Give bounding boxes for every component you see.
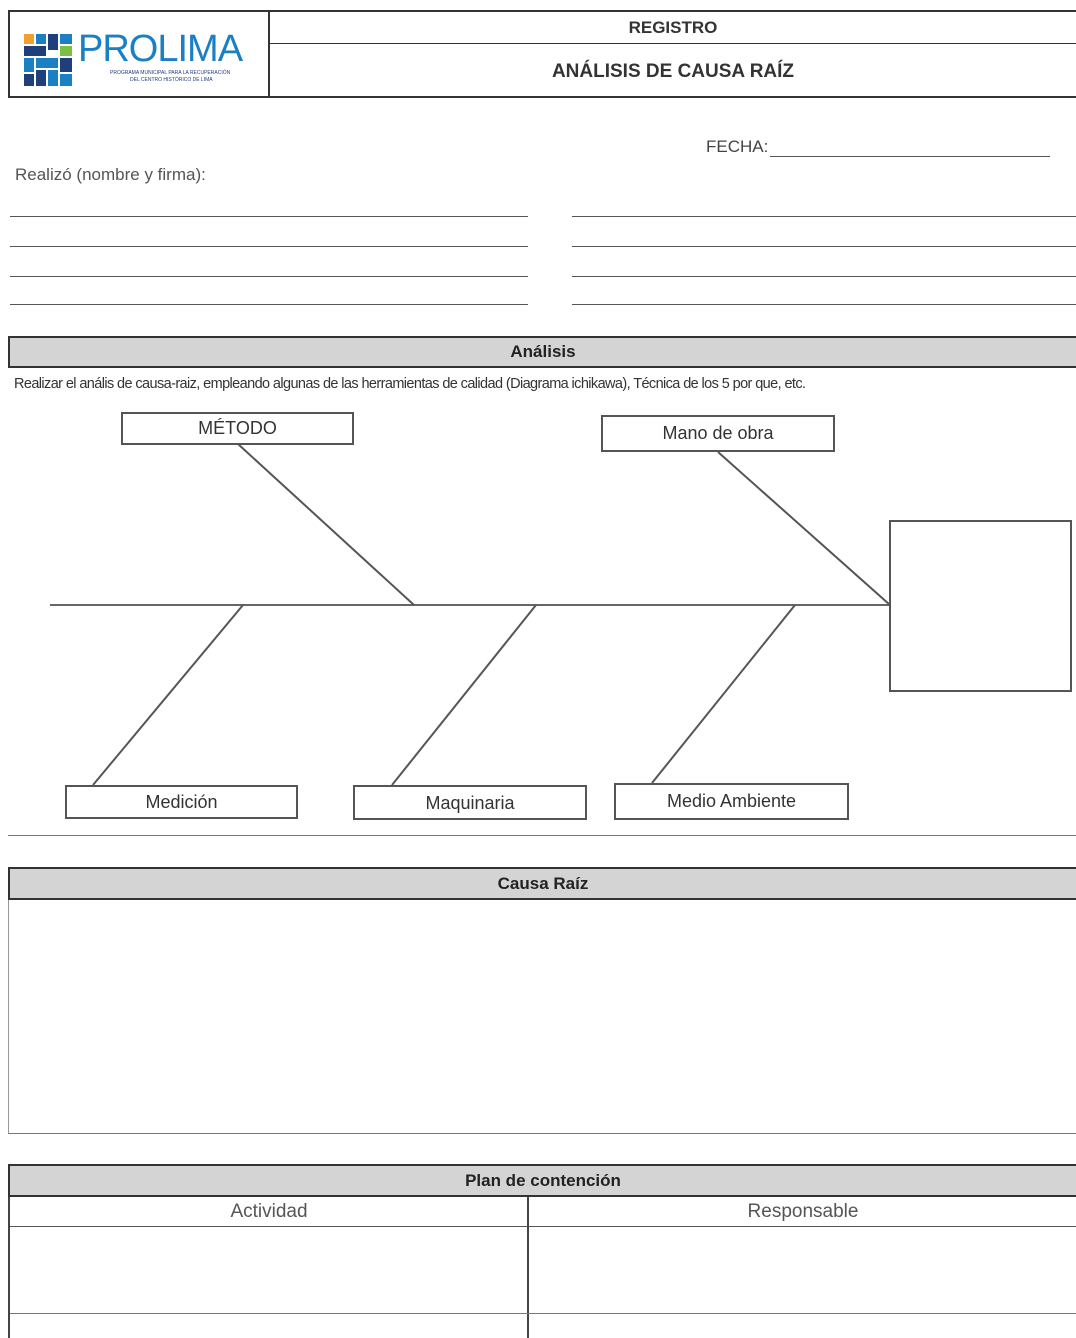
bone-metodo [237, 443, 415, 606]
effect-box [889, 520, 1072, 692]
bone-medicion [92, 604, 244, 786]
plan-row-1-responsable[interactable] [530, 1228, 1076, 1312]
signature-line-right-1[interactable] [572, 216, 1076, 217]
analisis-bottom-rule [8, 835, 1076, 836]
header-divider [268, 10, 270, 98]
fecha-field[interactable] [770, 156, 1050, 157]
category-maquinaria: Maquinaria [353, 785, 587, 820]
causa-raiz-area[interactable] [8, 900, 1076, 1134]
category-mano-de-obra: Mano de obra [601, 415, 835, 452]
bone-medio-ambiente [651, 604, 796, 784]
plan-header: Plan de contención [8, 1164, 1076, 1197]
plan-row-1-actividad[interactable] [10, 1228, 526, 1312]
signature-line-left-2[interactable] [10, 246, 528, 247]
signature-line-right-2[interactable] [572, 246, 1076, 247]
signature-line-right-3[interactable] [572, 276, 1076, 277]
analisis-header: Análisis [8, 336, 1076, 368]
logo-mosaic-icon [24, 34, 74, 86]
logo-text: PROLIMA [78, 28, 243, 70]
plan-col-responsable: Responsable [747, 1201, 859, 1222]
category-metodo: MÉTODO [121, 412, 354, 445]
signature-line-left-1[interactable] [10, 216, 528, 217]
document-title: ANÁLISIS DE CAUSA RAÍZ [551, 61, 795, 82]
plan-col-actividad: Actividad [230, 1201, 308, 1222]
bone-mano-de-obra [717, 451, 891, 606]
fecha-label: FECHA: [706, 137, 769, 156]
category-medio-ambiente: Medio Ambiente [614, 783, 849, 820]
plan-header-rule [10, 1226, 1076, 1227]
analisis-instructions: Realizar el anális de causa-raiz, emplea… [14, 376, 806, 392]
plan-row-rule [10, 1313, 1076, 1314]
bone-maquinaria [391, 604, 537, 786]
signature-line-left-4[interactable] [10, 304, 528, 305]
plan-column-divider [527, 1197, 529, 1338]
category-medicion: Medición [65, 785, 298, 819]
signature-line-right-4[interactable] [572, 304, 1076, 305]
header-row-divider [270, 43, 1076, 44]
realizo-label: Realizó (nombre y firma): [15, 165, 206, 184]
plan-table [8, 1197, 1076, 1338]
registro-label: REGISTRO [628, 18, 718, 37]
signature-line-left-3[interactable] [10, 276, 528, 277]
causa-raiz-header: Causa Raíz [8, 867, 1076, 900]
prolima-logo: PROLIMA PROGRAMA MUNICIPAL PARA LA RECUP… [20, 28, 260, 92]
logo-subtitle-2: DEL CENTRO HISTÓRICO DE LIMA [130, 77, 213, 83]
header-frame [8, 10, 1076, 98]
logo-subtitle-1: PROGRAMA MUNICIPAL PARA LA RECUPERACIÓN [110, 70, 231, 76]
